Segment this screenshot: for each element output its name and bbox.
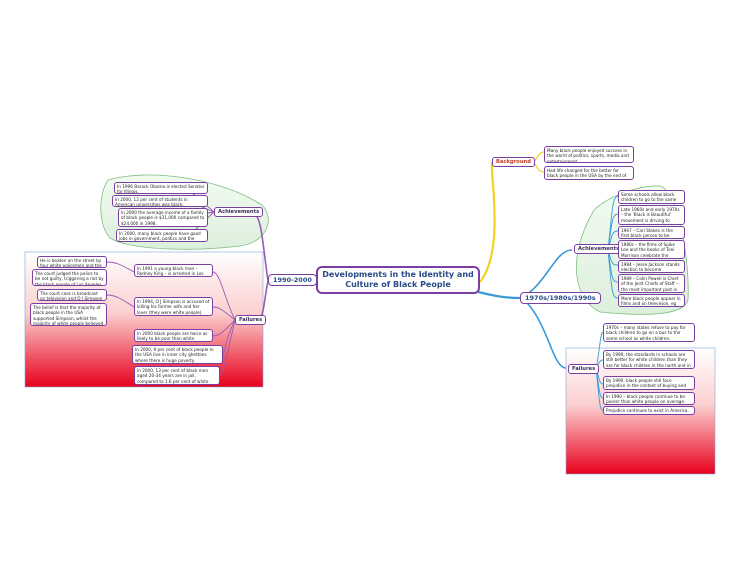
right-achievement-item[interactable]: 1980s – the films of Spike Lee and the b… [618,240,685,259]
left-failure-detail[interactable]: The belief is that the majority of black… [30,303,107,326]
left-failures-label[interactable]: Failures [235,315,267,325]
right-failure-item[interactable]: 1970s – many states refuse to pay for bl… [603,323,695,342]
branch-1970s-1980s-1990s[interactable]: 1970s/1980s/1990s [520,292,601,304]
left-failure-detail[interactable]: The court judged the police to be not gu… [32,269,107,286]
right-achievements-label[interactable]: Achievements [574,244,624,254]
background-item[interactable]: Many black people enjoyed success in the… [544,146,634,163]
left-achievement-item[interactable]: In 2000, many black people have good job… [116,229,208,242]
background-connectors [533,151,545,173]
left-failure-detail[interactable]: He is beaten on the street by four white… [37,256,107,268]
left-failure-item[interactable]: In 1991 a young black man – Rodney King … [134,264,213,277]
line-to-right-achievements [521,249,573,299]
right-failure-item[interactable]: In 1990 – black people continue to be po… [603,392,695,405]
branch-line-background [479,161,496,283]
left-failure-item[interactable]: In 2000, 9 per cent of black people in t… [132,345,223,364]
branch-line-1970s [477,290,521,300]
left-achievement-item[interactable]: In 1996 Barack Obama is elected Senator … [114,182,208,194]
right-achievement-item[interactable]: 1967 – Carl Stokes is the first black pe… [618,226,685,239]
left-achievements-label[interactable]: Achievements [214,207,264,217]
right-achievement-item[interactable]: Some schools allow black children to go … [618,190,685,204]
left-achievement-item[interactable]: In 2000, 12 per cent of students in Amer… [112,195,208,207]
left-achievement-item[interactable]: In 2000 the average income of a family o… [118,208,208,227]
right-achievement-item[interactable]: Late 1960s and early 1970s – the 'Black … [618,205,685,225]
left-failure-item[interactable]: In 2000, 13 per cent of black men aged 2… [134,366,220,385]
left-failure-item[interactable]: In 1994, O J Simpson is accused of killi… [134,297,213,316]
right-achievements-connectors [607,195,619,299]
left-failure-detail[interactable]: The court case is broadcast on televisio… [37,289,107,301]
right-achievement-item[interactable]: 1984 – Jesse Jackson stands election to … [618,260,685,273]
central-topic[interactable]: Developments in the Identity and Culture… [316,266,480,294]
left-failure-item[interactable]: In 2000 black people are twice as likely… [134,329,213,342]
background-item[interactable]: Had life changed for the better for blac… [544,166,634,180]
right-achievement-item[interactable]: 1989 – Colin Powell is Chief of the Join… [618,274,685,293]
right-achievement-item[interactable]: More black people appear in films and on… [618,294,685,307]
left-failures-connectors [106,261,236,376]
right-failures-label[interactable]: Failures [568,364,600,374]
line-to-right-failures [521,297,567,369]
branch-background[interactable]: Background [492,157,535,167]
right-failure-item[interactable]: By 1990, black people still face prejudi… [603,376,695,390]
branch-1990-2000[interactable]: 1990-2000 [268,274,317,286]
right-failure-item[interactable]: By 1990, the standards in schools are st… [603,350,695,369]
right-failure-item[interactable]: Prejudice continues to exist in America. [603,406,695,415]
